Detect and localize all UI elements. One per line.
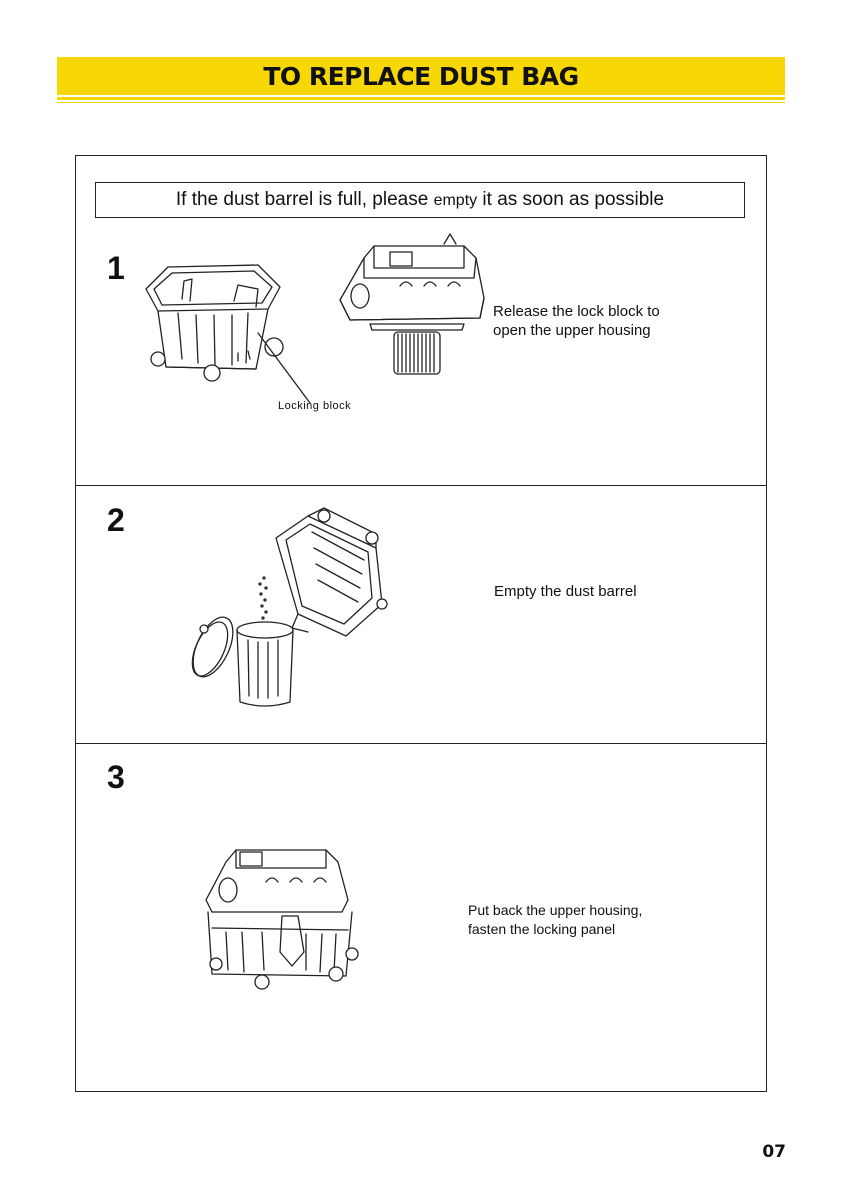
title-underline [57, 97, 785, 100]
step-1-caption: Release the lock block to open the upper… [493, 302, 660, 340]
page-number: 07 [762, 1142, 786, 1162]
step-2-caption-line-1: Empty the dust barrel [494, 582, 637, 601]
step-2-number: 2 [107, 502, 125, 539]
instruction-frame: If the dust barrel is full, please empty… [75, 155, 767, 1092]
bin-lid-illustration [188, 611, 238, 681]
locking-block-label: Locking block [278, 400, 351, 412]
step-3-number: 3 [107, 759, 125, 796]
notice-box: If the dust barrel is full, please empty… [95, 182, 745, 218]
notice-text-end: it as soon as possible [477, 189, 664, 210]
step-2-caption: Empty the dust barrel [494, 582, 637, 601]
step-1-caption-line-1: Release the lock block to [493, 302, 660, 321]
step-divider-1 [76, 485, 766, 486]
upper-housing-illustration [334, 238, 494, 378]
step-1-caption-line-2: open the upper housing [493, 321, 660, 340]
callout-line [256, 331, 316, 406]
notice-text-start: If the dust barrel is full, please [176, 189, 434, 210]
trash-bin-illustration [232, 620, 298, 710]
step-divider-2 [76, 743, 766, 744]
step-1-number: 1 [107, 250, 125, 287]
title-underline-thin [57, 102, 785, 103]
title-banner: TO REPLACE DUST BAG [57, 57, 785, 95]
notice-text-small: empty [434, 192, 478, 209]
step-3-caption-line-2: fasten the locking panel [468, 920, 642, 939]
dust-particles [254, 576, 274, 620]
assembled-vacuum-illustration [202, 842, 362, 992]
step-3-caption: Put back the upper housing, fasten the l… [468, 901, 642, 939]
page-title: TO REPLACE DUST BAG [57, 57, 785, 97]
step-3-caption-line-1: Put back the upper housing, [468, 901, 642, 920]
